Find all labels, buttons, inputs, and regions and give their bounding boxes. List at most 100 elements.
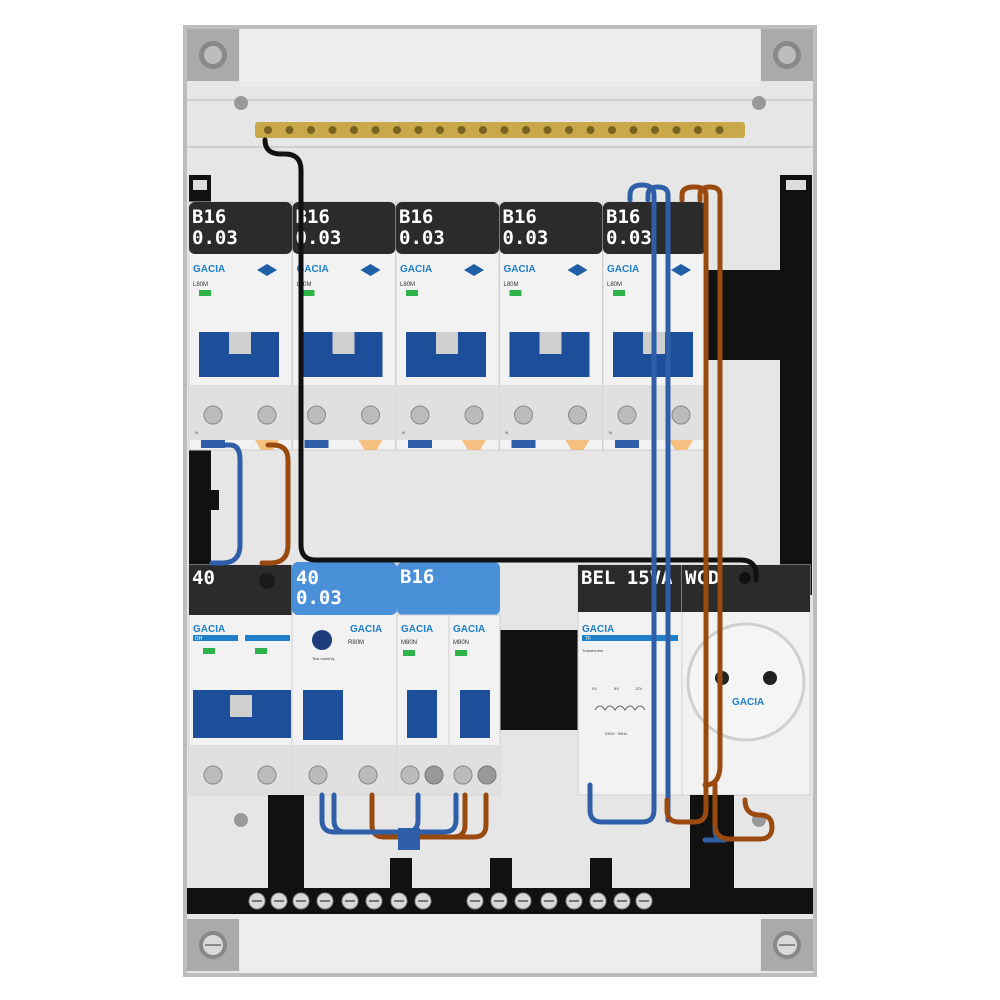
corner-screw-top-left [187,29,239,81]
transformer-label: BEL 15VA [581,567,673,589]
rcbo-brand: GACIA [400,264,432,275]
busbar-hole [715,126,724,134]
top-breaker-row: B160.03GACIAL80MNB160.03GACIAL80MNB160.0… [188,201,707,451]
terminal-screw[interactable] [490,892,508,910]
busbar-hole [543,126,552,134]
rcbo-sensitivity: 0.03 [296,227,342,249]
rcbo-sensitivity: 0.03 [192,227,238,249]
corner-screw-bottom-right [761,919,813,971]
corner-screw-bottom-left [187,919,239,971]
rcd-sensitivity: 0.03 [296,587,342,609]
socket-brand: GACIA [732,697,764,708]
transformer-subtitle: Transformer [582,648,604,653]
busbar-hole [371,126,380,134]
terminal-screw[interactable] [270,892,288,910]
mcb-b-model: M80N [453,640,469,646]
rcbo-brand: GACIA [297,264,329,275]
wire-brown-socket-2 [697,184,723,788]
transformer-footer: 230V~ 50Hz [605,731,627,736]
wire-brown-link [259,442,291,566]
rcbo-model: L80M [297,282,312,288]
transformer-voltage-1: 8V [614,686,619,691]
busbar-hole [522,126,530,134]
mcb-a-brand: GACIA [401,624,433,635]
rcbo-model: L80M [504,282,519,288]
busbar-hole [629,126,638,134]
wire-blue-link [209,442,243,566]
earth-wire-black [262,137,759,583]
busbar-hole [393,126,401,134]
rcbo-sensitivity: 0.03 [503,227,549,249]
rcbo-rating: B16 [606,206,640,228]
transformer-voltage-0: 0V [592,686,597,691]
wiring [209,137,775,850]
neutral-marker: N [609,430,612,435]
terminal-screw[interactable] [635,892,653,910]
mcb-a-model: M80N [401,640,417,646]
socket-module: WCD GACIA [681,564,811,796]
main-switch-model: DH [195,636,203,642]
busbar-hole [285,126,294,134]
rcbo-rating: B16 [192,206,226,228]
terminal-screw[interactable] [466,892,484,910]
busbar-hole [457,126,466,134]
busbar-hole [500,126,509,134]
bottom-breaker-row: 40 GACIA DH 40 0.03 Test monthly GACIA R… [188,562,811,796]
rcd-lever[interactable] [303,690,343,740]
rcbo-brand: GACIA [607,264,639,275]
rcd-model: R80M [348,640,364,646]
socket-outlet[interactable] [686,622,806,742]
neutral-marker: N [506,430,509,435]
main-switch-rating: 40 [192,567,215,589]
rcbo-brand: GACIA [504,264,536,275]
din-rail-top-right [780,175,812,595]
rcbo-brand: GACIA [193,264,225,275]
wire-blue-mcb-2 [331,792,421,835]
terminal-screw[interactable] [514,892,532,910]
mcb-a-lever[interactable] [407,690,437,738]
terminal-screw[interactable] [589,892,607,910]
transformer-voltage-2: 12V [635,686,642,691]
rcd-test-button[interactable] [312,630,332,650]
mcb-b-lever[interactable] [460,690,490,738]
top-cover-strip [240,29,760,87]
socket-label: WCD [685,567,719,589]
rcd-module: 40 0.03 Test monthly GACIA R80M [291,562,398,796]
neutral-marker: N [195,430,198,435]
rcbo-sensitivity: 0.03 [399,227,445,249]
rcbo-rating: B16 [296,206,330,228]
terminal-screw[interactable] [316,892,334,910]
rcbo-rating: B16 [503,206,537,228]
rcbo-rating: B16 [399,206,433,228]
wire-brown-socket-3 [712,781,775,842]
bottom-cover-strip [240,915,760,973]
busbar-hole [307,126,315,134]
neutral-marker: N [402,430,405,435]
busbar-hole [264,126,272,134]
terminal-screw[interactable] [613,892,631,910]
terminal-screw[interactable] [248,892,266,910]
rcbo-model: L80M [400,282,415,288]
earth-busbar [255,122,745,138]
terminal-screw[interactable] [540,892,558,910]
busbar-hole [694,126,702,134]
busbar-hole [651,126,659,134]
rcbo-sensitivity: 0.03 [606,227,652,249]
rcd-test-text: Test monthly [312,656,334,661]
rcd-brand: GACIA [350,624,382,635]
terminal-screw[interactable] [565,892,583,910]
terminal-screw[interactable] [292,892,310,910]
terminal-screw[interactable] [341,892,359,910]
mcb-group-label: B16 [400,566,434,588]
terminal-screw[interactable] [390,892,408,910]
mcb-b-brand: GACIA [453,624,485,635]
busbar-hole [586,126,595,134]
terminal-screw[interactable] [365,892,383,910]
busbar-hole [328,126,337,134]
terminal-screw[interactable] [414,892,432,910]
rcbo-model: L80M [193,282,208,288]
